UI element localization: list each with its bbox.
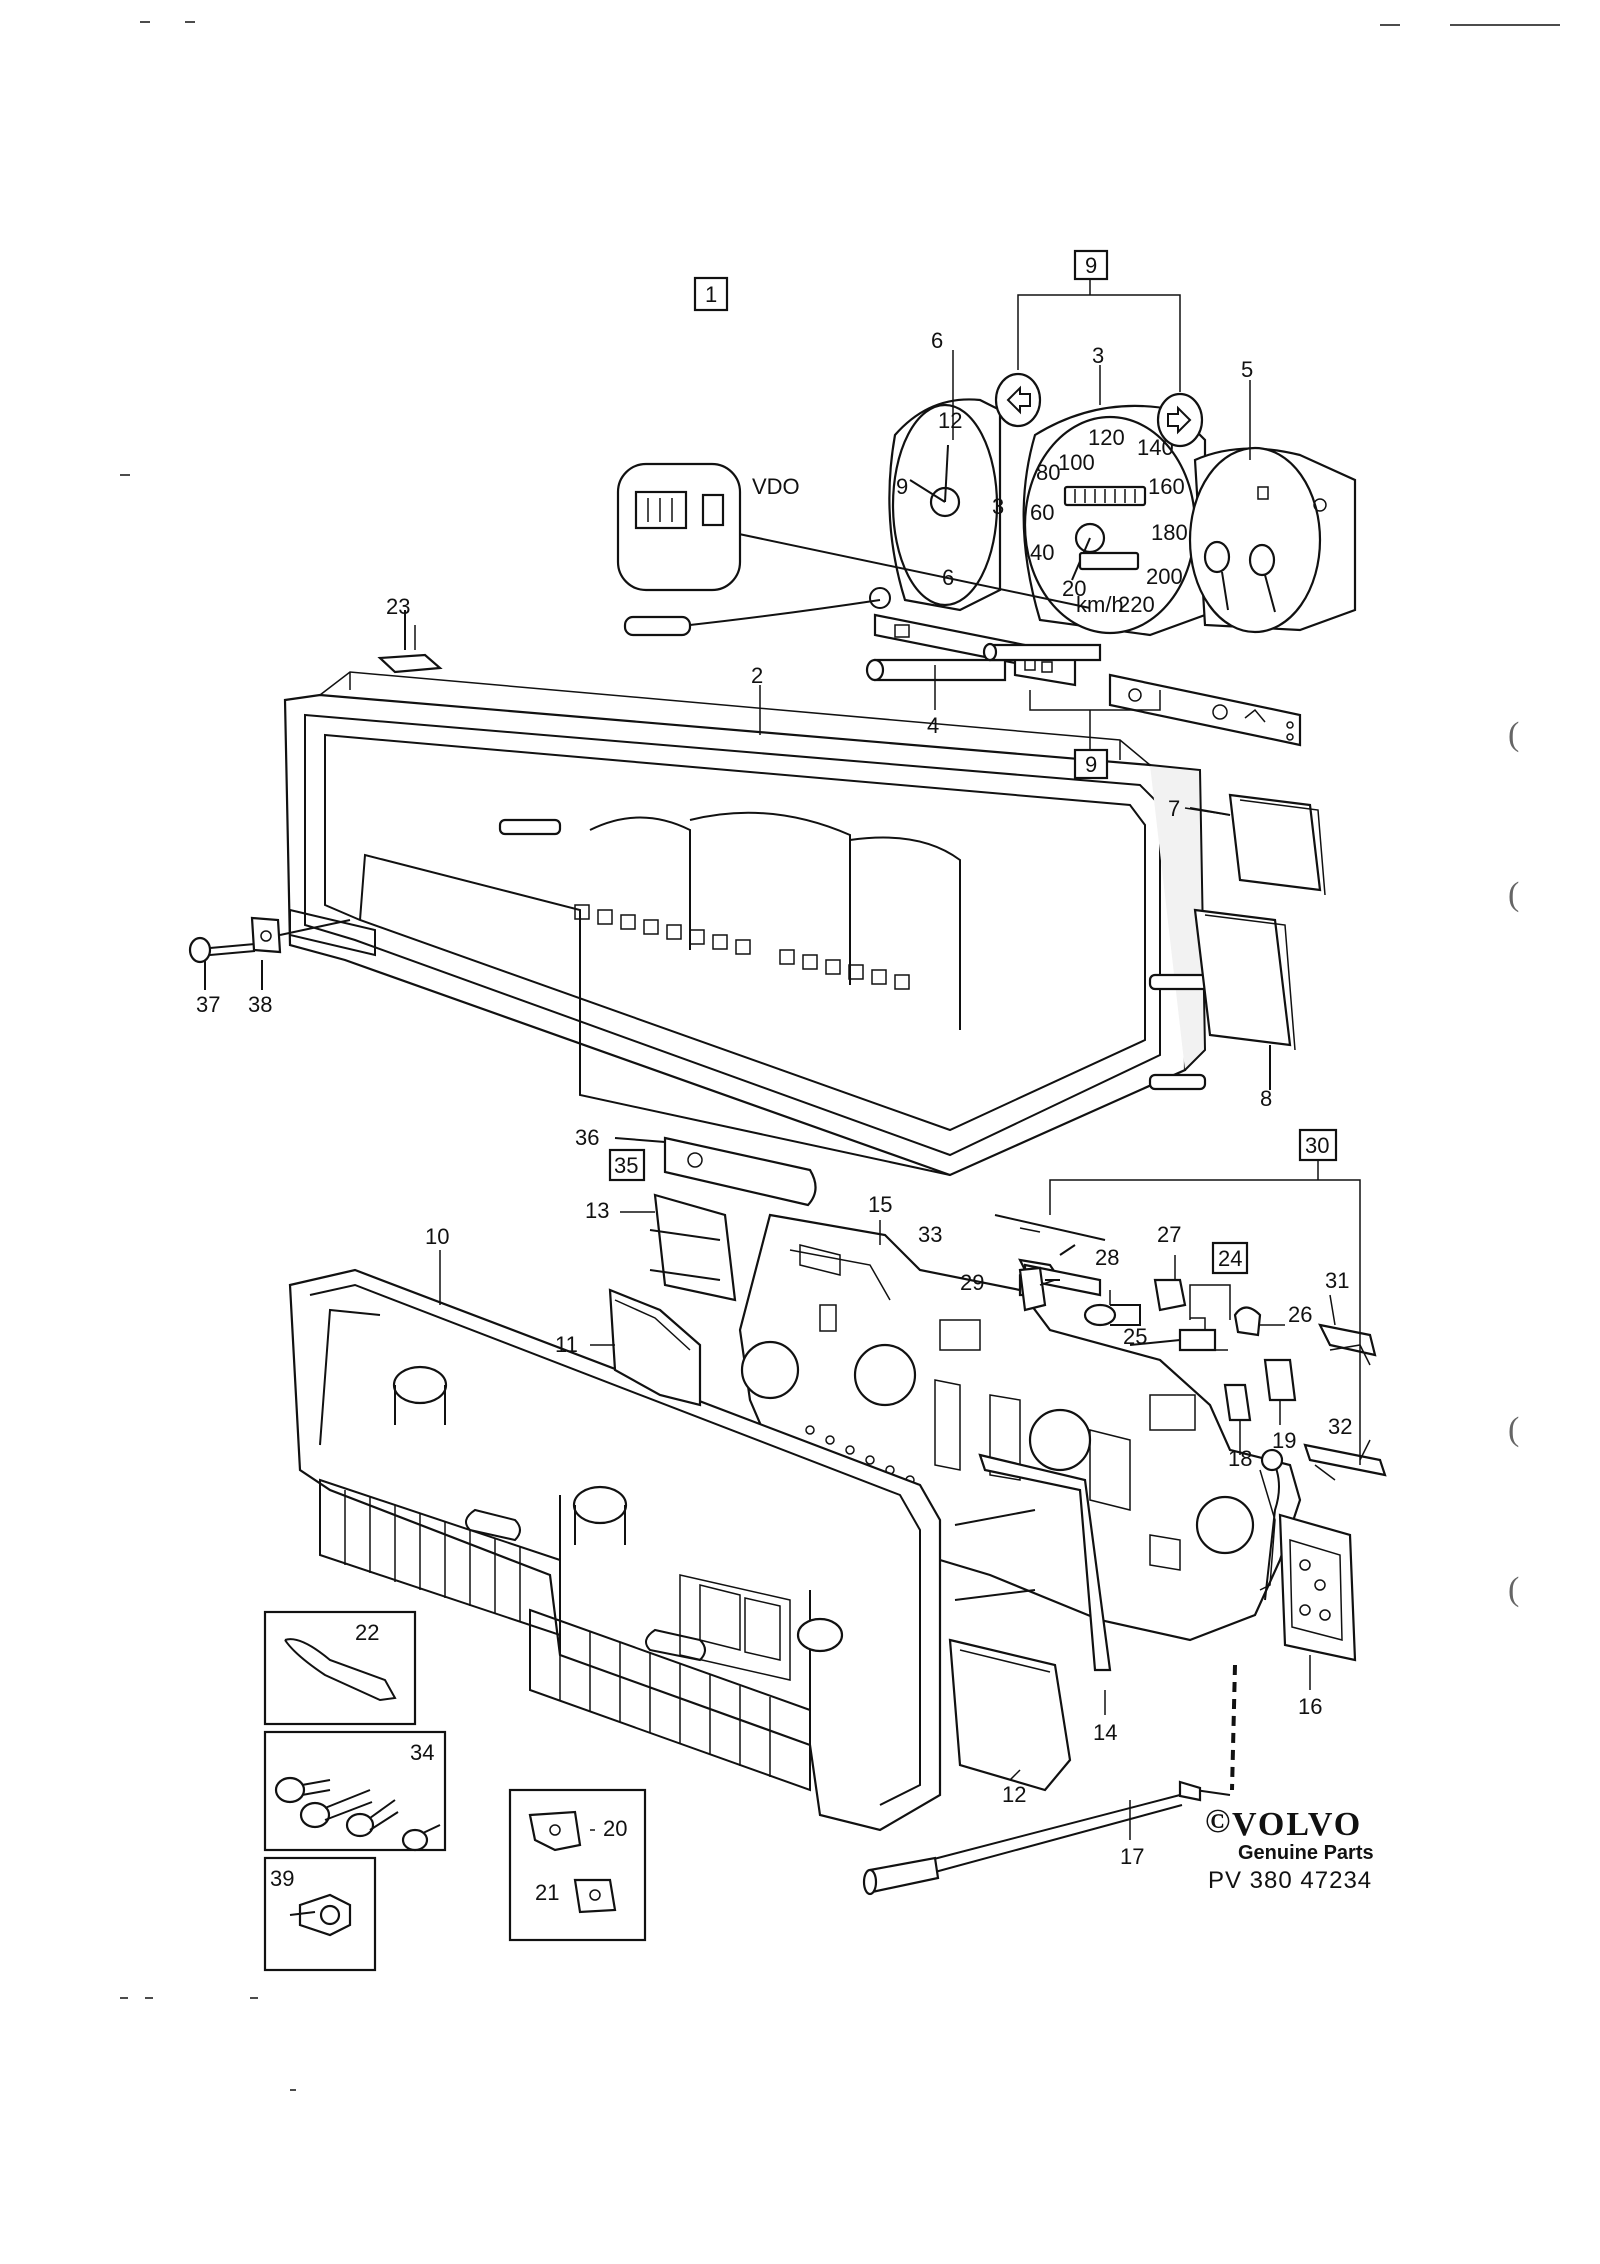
part-label-37: 37 — [196, 992, 220, 1017]
speed-unit: km/h — [1076, 592, 1124, 617]
part-label-26: 26 — [1288, 1302, 1312, 1327]
part-label-29: 29 — [960, 1270, 984, 1295]
turn-indicator-lenses — [994, 372, 1204, 448]
inset-box-34 — [263, 1730, 447, 1852]
clock-numeral: 3 — [992, 494, 1004, 519]
speed-mark: 180 — [1151, 520, 1188, 545]
part-label-2: 2 — [751, 663, 763, 688]
part-label-25: 25 — [1123, 1324, 1147, 1349]
clock-numeral: 12 — [938, 408, 962, 433]
brand-block: © VOLVO Genuine Parts PV 380 47234 — [1205, 1803, 1374, 1894]
part-label-21: 21 — [535, 1880, 559, 1905]
speed-mark: 160 — [1148, 474, 1185, 499]
clock-numeral: 9 — [896, 474, 908, 499]
warning-light-strip — [1108, 673, 1302, 747]
part-label-39: 39 — [270, 1866, 294, 1891]
speed-mark: 40 — [1030, 540, 1054, 565]
part-13-reflector — [649, 1193, 737, 1302]
boxed-label-9-top: 9 — [1085, 253, 1097, 278]
part-label-5: 5 — [1241, 357, 1253, 382]
part-label-18: 18 — [1228, 1446, 1252, 1471]
boxed-labels: 1 9 9 24 30 35 — [608, 249, 1338, 1275]
inset-box-22 — [263, 1610, 417, 1726]
brand-logo: VOLVO — [1232, 1806, 1362, 1843]
part-label-4: 4 — [927, 713, 939, 738]
speedometer-cable — [623, 529, 1091, 637]
margin-mark: ( — [1508, 876, 1519, 913]
speed-mark: 80 — [1036, 460, 1060, 485]
part-label-23: 23 — [386, 594, 410, 619]
margin-mark: ( — [1508, 1571, 1519, 1608]
boxed-label-1: 1 — [705, 282, 717, 307]
margin-mark: ( — [1508, 1411, 1519, 1448]
part-11-block — [608, 1288, 702, 1407]
part-label-34: 34 — [410, 1740, 434, 1765]
part-label-22: 22 — [355, 1620, 379, 1645]
part-label-14: 14 — [1093, 1720, 1117, 1745]
margin-mark: ( — [1508, 716, 1519, 753]
part-7-panel — [1189, 793, 1326, 896]
part-37-screw — [188, 936, 256, 990]
bulb-holders — [994, 1160, 1387, 1481]
copyright-symbol: © — [1205, 1803, 1232, 1840]
clock-gauge: 12 3 6 9 — [888, 398, 1004, 612]
speed-mark: 60 — [1030, 500, 1054, 525]
leader-lines — [414, 350, 1371, 1840]
speed-mark: 100 — [1058, 450, 1095, 475]
part-36-cover — [614, 1136, 817, 1207]
part-label-10: 10 — [425, 1224, 449, 1249]
boxed-label-35: 35 — [614, 1153, 638, 1178]
boxed-label-9-bottom: 9 — [1085, 752, 1097, 777]
part-label-6: 6 — [931, 328, 943, 353]
part-label-8: 8 — [1260, 1086, 1272, 1111]
part-16-connector-board — [1260, 1448, 1357, 1662]
part-label-32: 32 — [1328, 1414, 1352, 1439]
part-8-panel — [1193, 908, 1296, 1090]
part-label-17: 17 — [1120, 1844, 1144, 1869]
part-label-11: 11 — [555, 1332, 578, 1357]
part-number-labels: 3 6 5 4 2 23 7 8 37 38 36 13 15 10 11 33… — [196, 328, 1352, 1905]
part-14-reflector — [954, 1453, 1112, 1672]
part-label-38: 38 — [248, 992, 272, 1017]
gauge-cluster: 12 3 6 9 100 120 140 160 180 200 220 80 … — [616, 275, 1357, 750]
part-label-27: 27 — [1157, 1222, 1181, 1247]
part-38-clip — [250, 916, 351, 990]
margin-marks: ( ( ( ( — [1508, 716, 1519, 1608]
part-label-33: 33 — [918, 1222, 942, 1247]
speed-mark: 200 — [1146, 564, 1183, 589]
vdo-inset: VDO — [616, 462, 800, 592]
part-label-20: 20 — [603, 1816, 627, 1841]
speed-mark: 120 — [1088, 425, 1125, 450]
part-17-drive-cable — [862, 1664, 1237, 1896]
inset-box-20-21 — [508, 1788, 647, 1942]
indicator-strip — [865, 613, 1102, 687]
boxed-label-30: 30 — [1305, 1133, 1329, 1158]
part-label-31: 31 — [1325, 1268, 1349, 1293]
part-label-15: 15 — [868, 1192, 892, 1217]
part-label-36: 36 — [575, 1125, 599, 1150]
speed-mark: 220 — [1118, 592, 1155, 617]
callout-brackets — [1017, 275, 1181, 750]
part-label-16: 16 — [1298, 1694, 1322, 1719]
vdo-label: VDO — [752, 474, 800, 499]
inset-box-39 — [263, 1856, 377, 1972]
part-label-12: 12 — [1002, 1782, 1026, 1807]
instrument-housing — [283, 671, 1217, 1177]
combination-gauge — [1188, 446, 1357, 634]
scan-specks — [120, 21, 1560, 2091]
speedometer-gauge: 100 120 140 160 180 200 220 80 60 40 20 … — [1022, 404, 1207, 637]
part-12-reflector — [948, 1638, 1072, 1792]
part-label-13: 13 — [585, 1198, 609, 1223]
brand-subtitle: Genuine Parts — [1238, 1842, 1374, 1864]
part-label-28: 28 — [1095, 1245, 1119, 1270]
part-label-19: 19 — [1272, 1428, 1296, 1453]
part-label-3: 3 — [1092, 343, 1104, 368]
boxed-label-24: 24 — [1218, 1246, 1242, 1271]
drawing-code: PV 380 47234 — [1208, 1867, 1372, 1894]
speed-mark: 20 — [1062, 576, 1086, 601]
part-10-frame — [288, 1268, 942, 1832]
part-label-7: 7 — [1168, 796, 1180, 821]
part-23-gasket — [377, 610, 443, 674]
